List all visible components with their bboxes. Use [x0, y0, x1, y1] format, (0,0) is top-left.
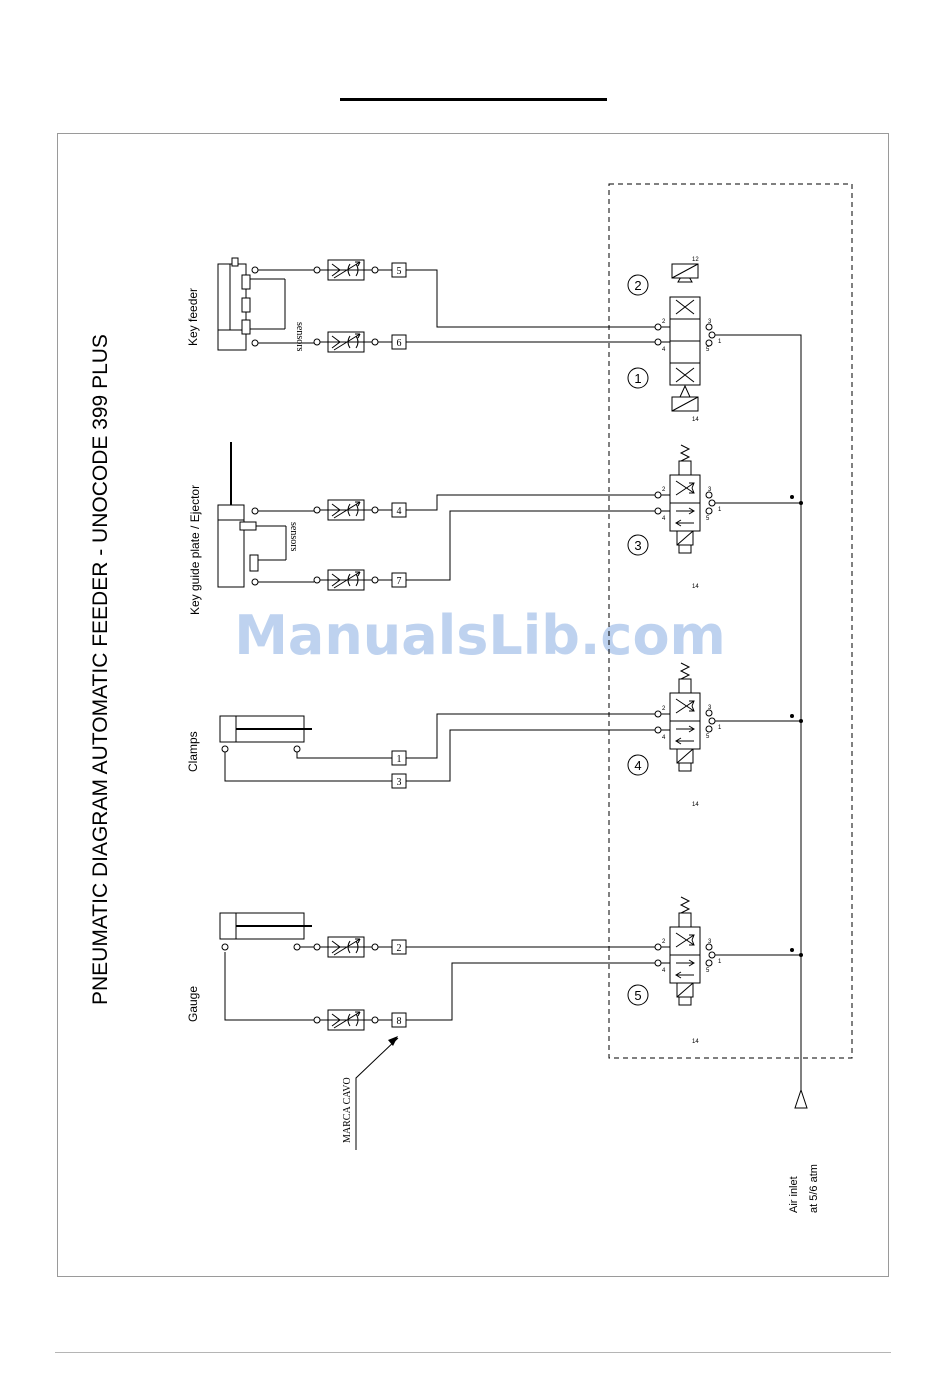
line-number: 5: [397, 266, 402, 277]
flow-control-valve: [314, 260, 378, 280]
port-label: 14: [692, 417, 699, 423]
port-label: 2: [662, 319, 666, 325]
flow-control-valve: [314, 570, 378, 590]
line-number-box: 1: [392, 751, 406, 765]
valve-number: 1: [634, 371, 641, 386]
port-label: 3: [708, 487, 712, 493]
port-label: 12: [692, 257, 699, 263]
port-label: 3: [708, 705, 712, 711]
flow-control-valve: [314, 1010, 378, 1030]
port-label: 3: [708, 319, 712, 325]
junction-dot: [790, 495, 794, 499]
label-key-guide: Key guide plate / Ejector: [188, 485, 202, 615]
line-number-box: 4: [392, 503, 406, 517]
port-label: 2: [662, 706, 666, 712]
label-clamps: Clamps: [186, 731, 200, 772]
port-label: 4: [662, 347, 666, 353]
marca-cavo-label: MARCA CAVO: [342, 1077, 353, 1143]
line-number-box: 8: [392, 1013, 406, 1027]
port-label: 5: [706, 734, 710, 740]
line-number: 1: [397, 754, 402, 765]
flow-control-valve: [314, 500, 378, 520]
junction-dot: [790, 948, 794, 952]
valve-1-2: [670, 264, 700, 411]
port-label: 1: [718, 725, 722, 731]
sensors-label-2: sensors: [288, 522, 299, 552]
flow-control-valve: [314, 332, 378, 352]
clamps-cylinder: [220, 716, 312, 752]
port-label: 1: [718, 959, 722, 965]
line-number-box: 7: [392, 573, 406, 587]
key-feeder-cylinder: [218, 258, 285, 350]
marca-cavo-leader: [356, 1036, 398, 1150]
junction-dot: [799, 501, 803, 505]
line-number: 8: [397, 1016, 402, 1027]
label-gauge: Gauge: [186, 986, 200, 1022]
port-label: 14: [692, 802, 699, 808]
watermark-text: ManualsLib.com: [234, 604, 726, 667]
valve-number: 5: [634, 988, 641, 1003]
sensors-label-1: sensors: [294, 322, 305, 352]
port-label: 14: [692, 1039, 699, 1045]
junction-dot: [799, 719, 803, 723]
valve-number: 2: [634, 278, 641, 293]
valve-number: 4: [634, 758, 641, 773]
valve-number-badge: 4: [628, 755, 648, 775]
valve-number-badge: 3: [628, 535, 648, 555]
valve-number: 3: [634, 538, 641, 553]
valve-number-badge: 2: [628, 275, 648, 295]
port-label: 5: [706, 968, 710, 974]
port-label: 2: [662, 939, 666, 945]
flow-control-valve: [314, 937, 378, 957]
air-inlet-label-1: Air inlet: [788, 1176, 800, 1213]
port-label: 4: [662, 968, 666, 974]
port-label: 2: [662, 487, 666, 493]
tubing: [225, 270, 801, 1090]
line-number-box: 5: [392, 263, 406, 277]
port-label: 1: [718, 507, 722, 513]
port-label: 1: [718, 339, 722, 345]
valve-4: [670, 663, 700, 771]
valve-number-badge: 5: [628, 985, 648, 1005]
line-number: 7: [397, 576, 402, 587]
port-label: 5: [706, 347, 710, 353]
line-number: 4: [397, 506, 402, 517]
port-label: 4: [662, 516, 666, 522]
label-key-feeder: Key feeder: [186, 288, 200, 346]
line-number: 6: [397, 338, 402, 349]
port-label: 4: [662, 735, 666, 741]
air-inlet-symbol: [795, 1090, 807, 1108]
valve-3: [670, 445, 700, 553]
line-number-box: 3: [392, 774, 406, 788]
line-number: 2: [397, 943, 402, 954]
key-guide-cylinder: [218, 442, 286, 587]
line-number-box: 6: [392, 335, 406, 349]
junction-dot: [799, 953, 803, 957]
port-label: 5: [706, 516, 710, 522]
junction-dot: [790, 714, 794, 718]
air-inlet-label-2: at 5/6 atm: [808, 1164, 820, 1213]
valve-number-badge: 1: [628, 368, 648, 388]
line-number: 3: [397, 777, 402, 788]
port-label: 3: [708, 939, 712, 945]
diagram-title: PNEUMATIC DIAGRAM AUTOMATIC FEEDER - UNO…: [89, 334, 112, 1005]
gauge-cylinder: [220, 913, 312, 950]
port-label: 14: [692, 584, 699, 590]
line-number-box: 2: [392, 940, 406, 954]
valve-5: [670, 897, 700, 1005]
